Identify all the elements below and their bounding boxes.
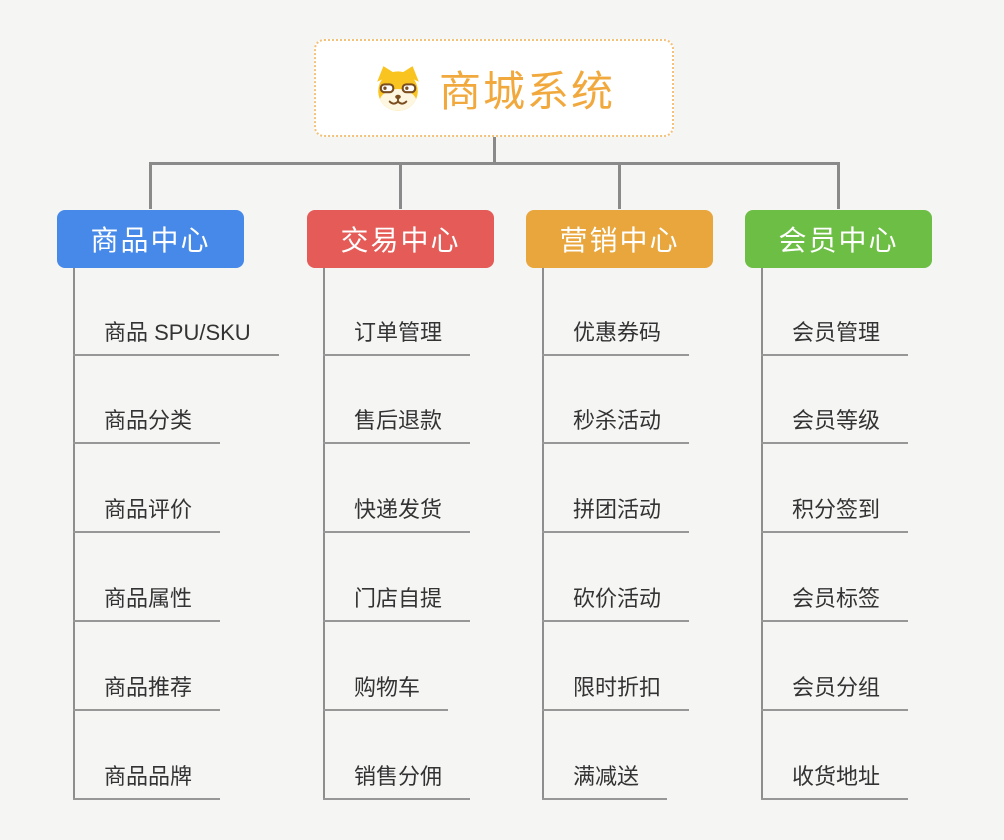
connector-drop [837, 162, 840, 209]
child-item[interactable]: 积分签到 [761, 487, 909, 533]
child-item[interactable]: 快递发货 [323, 487, 471, 533]
child-item[interactable]: 购物车 [323, 665, 449, 711]
connector-drop [399, 162, 402, 209]
branch-trunk-member [761, 268, 763, 800]
connector-drop [149, 162, 152, 209]
root-node[interactable]: 商城系统 [314, 39, 674, 137]
child-item[interactable]: 会员等级 [761, 398, 909, 444]
dog-face-icon [377, 66, 419, 111]
branch-header-product[interactable]: 商品中心 [57, 210, 244, 268]
child-item[interactable]: 会员分组 [761, 665, 909, 711]
child-item[interactable]: 售后退款 [323, 398, 471, 444]
branch-header-label: 商品中心 [90, 225, 211, 256]
child-item[interactable]: 会员管理 [761, 310, 909, 356]
child-item[interactable]: 商品推荐 [73, 665, 221, 711]
child-item[interactable]: 商品分类 [73, 398, 221, 444]
child-item[interactable]: 商品 SPU/SKU [73, 310, 279, 356]
connector-root-stub [493, 137, 496, 163]
branch-header-label: 会员中心 [778, 225, 899, 256]
child-item[interactable]: 满减送 [542, 754, 668, 800]
child-item[interactable]: 收货地址 [761, 754, 909, 800]
child-item[interactable]: 秒杀活动 [542, 398, 690, 444]
branch-trunk-product [73, 268, 75, 800]
branch-trunk-marketing [542, 268, 544, 800]
branch-header-label: 交易中心 [340, 225, 461, 256]
child-item[interactable]: 商品评价 [73, 487, 221, 533]
branch-header-trade[interactable]: 交易中心 [307, 210, 494, 268]
root-title: 商城系统 [438, 67, 615, 115]
child-item[interactable]: 订单管理 [323, 310, 471, 356]
child-item[interactable]: 优惠券码 [542, 310, 690, 356]
branch-header-marketing[interactable]: 营销中心 [526, 210, 713, 268]
connector-rail [149, 162, 840, 165]
child-item[interactable]: 商品属性 [73, 576, 221, 622]
branch-trunk-trade [323, 268, 325, 800]
child-item[interactable]: 商品品牌 [73, 754, 221, 800]
child-item[interactable]: 销售分佣 [323, 754, 471, 800]
child-item[interactable]: 会员标签 [761, 576, 909, 622]
branch-header-label: 营销中心 [559, 225, 680, 256]
connector-drop [618, 162, 621, 209]
child-item[interactable]: 拼团活动 [542, 487, 690, 533]
child-item[interactable]: 限时折扣 [542, 665, 690, 711]
child-item[interactable]: 砍价活动 [542, 576, 690, 622]
child-item[interactable]: 门店自提 [323, 576, 471, 622]
branch-header-member[interactable]: 会员中心 [745, 210, 932, 268]
